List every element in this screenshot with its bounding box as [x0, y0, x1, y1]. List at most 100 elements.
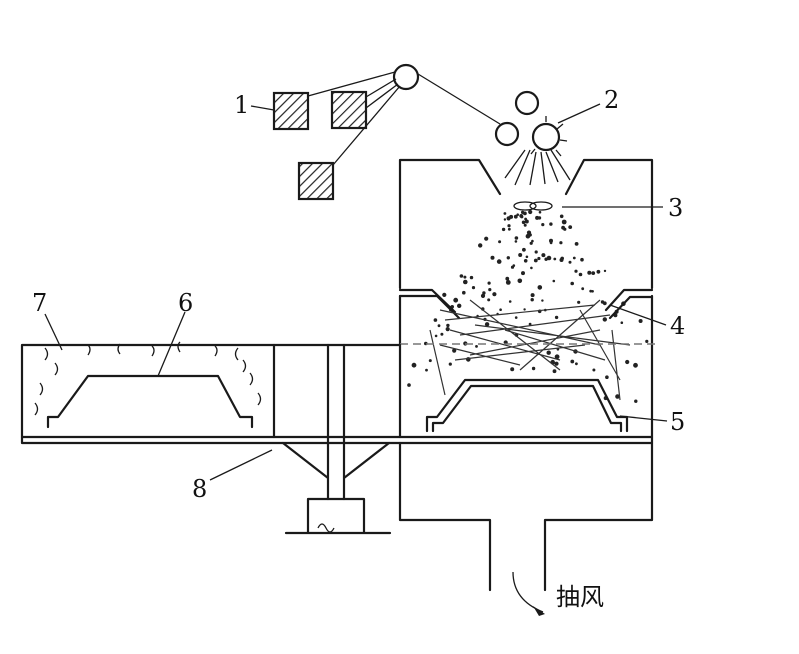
fiber-particle: [530, 298, 534, 302]
fiber-particle: [528, 209, 533, 215]
fiber-particle: [591, 290, 594, 293]
leader-6: [157, 311, 186, 377]
fiber-particle: [528, 322, 532, 326]
fiber-particle: [425, 368, 428, 372]
fiber-particle: [634, 399, 638, 403]
fiber-particle: [559, 258, 564, 262]
suction-arrow: [512, 571, 544, 613]
fiber-particle: [534, 250, 538, 254]
chopper-roller-cutter: [531, 122, 561, 152]
fiber-particle: [475, 345, 478, 348]
fiber-particle: [589, 289, 593, 293]
cutter-blades: [530, 116, 568, 157]
fiber-particle: [517, 278, 523, 284]
fiber-particle: [469, 275, 474, 280]
fiber-particle: [570, 281, 574, 286]
fiber-particle: [554, 354, 560, 360]
forming-chamber: [398, 158, 667, 439]
perforated-screen: [398, 288, 654, 320]
fiber-particle: [452, 348, 457, 353]
fiber-particle: [541, 253, 546, 258]
label-8: 8: [192, 475, 207, 503]
leader-2: [557, 103, 601, 124]
fiber-particle: [533, 258, 538, 263]
fiber-particle: [505, 276, 510, 281]
chopper-roller-top: [514, 90, 540, 116]
fiber-particle: [471, 286, 476, 290]
fiber-particle: [453, 297, 459, 303]
fiber-particle: [615, 394, 620, 399]
fiber-particle: [518, 253, 523, 257]
fiber-particle: [525, 255, 529, 259]
upper-chamber-wall: [398, 158, 654, 290]
chopped-fiber-particles: [407, 209, 649, 403]
fiber-particle: [625, 359, 630, 365]
fiber-particle: [552, 369, 557, 374]
chopper-unit: [494, 90, 601, 157]
turntable-plate: [20, 435, 654, 445]
leader-1: [250, 105, 275, 111]
fiber-particle: [490, 255, 495, 260]
fiber-particle: [578, 272, 583, 277]
fiber-particle: [549, 238, 553, 243]
fiber-particle: [434, 334, 438, 338]
fiber-particle: [507, 224, 511, 228]
fiber-particle: [596, 269, 601, 274]
roving-spool-2: [330, 90, 368, 130]
duct-outline: [398, 441, 654, 592]
fiber-particle: [506, 216, 511, 221]
fiber-particle: [407, 383, 411, 387]
fiber-spray: [407, 149, 663, 403]
fiber-particle: [563, 227, 567, 231]
fiber-particle: [572, 256, 576, 260]
fiber-particle: [523, 308, 526, 311]
spray-streaks: [504, 149, 571, 186]
fiber-particle: [428, 359, 432, 363]
fiber-particle: [510, 367, 515, 372]
fiber-particle: [559, 214, 564, 219]
fiber-particle: [463, 275, 467, 279]
fiber-particle: [484, 322, 490, 327]
strand-guide: [307, 63, 501, 166]
fiber-particle: [559, 241, 563, 245]
fiber-particle: [574, 269, 578, 273]
fiber-particle: [480, 293, 486, 298]
fiber-particle: [488, 288, 492, 292]
roving-spool-3: [297, 161, 335, 201]
fiber-particle: [577, 300, 581, 304]
fiber-particle: [514, 240, 518, 243]
fiber-particle: [530, 266, 533, 270]
fiber-particle: [546, 255, 552, 261]
fiber-particle: [602, 317, 607, 322]
label-6: 6: [178, 289, 193, 317]
fiber-particle: [592, 368, 596, 372]
leader-5: [619, 415, 668, 422]
fiber-particle: [570, 359, 575, 364]
fiber-particle: [523, 223, 527, 227]
fiber-particle: [506, 256, 510, 260]
fiber-particle: [463, 281, 467, 284]
fiber-particle: [524, 217, 527, 221]
fiber-strand-lines: [429, 299, 631, 401]
fiber-particle: [530, 293, 535, 298]
fiber-particle: [507, 227, 511, 231]
fiber-particle: [442, 292, 447, 297]
fiber-particle: [499, 308, 502, 312]
leader-7: [44, 313, 63, 351]
fiber-particle: [546, 350, 551, 355]
fiber-particle: [561, 219, 567, 225]
fiber-particle: [433, 318, 438, 322]
label-1: 1: [234, 91, 249, 119]
fiber-particle: [603, 269, 607, 273]
fiber-particle: [505, 280, 511, 285]
label-4: 4: [670, 312, 685, 340]
fiber-particle: [514, 236, 519, 240]
fiber-particle: [448, 362, 452, 366]
fiber-particle: [497, 260, 501, 264]
fiber-particle: [484, 236, 489, 241]
fiber-particle: [521, 220, 526, 225]
roving-spool-1: [272, 91, 310, 131]
hot-air-wisps: [34, 341, 262, 416]
fiber-particle: [524, 219, 529, 224]
